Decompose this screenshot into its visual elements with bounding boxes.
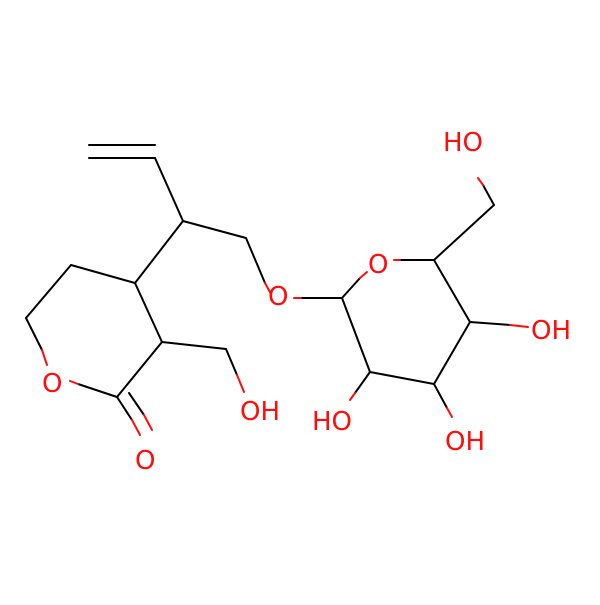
lactone-c6-o-bond-black (25, 317, 43, 351)
glycosidic-oxygen-label: O (268, 282, 288, 312)
c2-to-oh-red (349, 392, 356, 401)
c4-to-oh-black (469, 321, 511, 326)
oxygen-bond-segments (41, 177, 529, 436)
ch2-to-oh-top-black (482, 184, 495, 206)
ch2-to-oh-bond-black (225, 348, 238, 376)
lactone-c6-o-bond-red (41, 349, 48, 366)
lactone-c5-c6-bond (25, 264, 72, 319)
c4-c3-bond (433, 321, 471, 385)
ch2-to-oh-top-red (477, 177, 484, 186)
ho-label-bottom-left: HO (312, 407, 352, 437)
c3-to-oh-red (446, 407, 453, 418)
ch-to-ch2-bond (182, 220, 247, 239)
lactone-c4-c3-bond (134, 282, 163, 343)
c4-to-oh-red (509, 324, 529, 328)
bonds (25, 144, 511, 421)
carbonyl-bond-b-red (143, 414, 153, 431)
lactone-o-c-bond-black (77, 383, 118, 398)
c3-to-oh-black (433, 383, 448, 409)
ring-oxygen-label: O (368, 250, 388, 280)
carbonyl-oxygen-label: O (135, 446, 155, 476)
carbonyl-bond-a-red (131, 419, 141, 436)
c2-to-oh-black (354, 371, 371, 394)
anomeric-to-ring-o-black (341, 277, 361, 299)
oh-label-hydroxymethyl: OH (240, 397, 280, 427)
c3-c2-bond (369, 371, 435, 385)
oh-label-bottom: OH (445, 427, 485, 457)
anomeric-to-ring-o-red (359, 271, 368, 279)
oh-label-right: OH (531, 316, 571, 346)
c3-to-ch2-bond (161, 341, 227, 350)
c5-c4-bond (433, 259, 471, 323)
carbonyl-bond-a-black (116, 396, 133, 421)
c5-to-ch2-bond (433, 204, 495, 261)
ch-to-ring-bond (134, 220, 184, 284)
carbonyl-bond-b-black (128, 392, 145, 416)
lactone-c4-c5-bond (70, 264, 136, 284)
atom-labels: HO O O OH HO OH OH O O (42, 128, 571, 476)
ho-label-top: HO (443, 128, 483, 158)
ch2-to-o-bond-black (245, 237, 266, 284)
vinyl-to-ch-bond (154, 157, 184, 222)
c2-c1-bond (341, 297, 371, 373)
lactone-o-c-bond-red (69, 380, 79, 385)
ch2-to-oh-bond-red (236, 374, 245, 393)
lactone-ring-oxygen-label: O (42, 369, 62, 399)
ch2-to-o-bond-red (264, 282, 272, 295)
lactone-c3-c2-bond (116, 341, 163, 398)
